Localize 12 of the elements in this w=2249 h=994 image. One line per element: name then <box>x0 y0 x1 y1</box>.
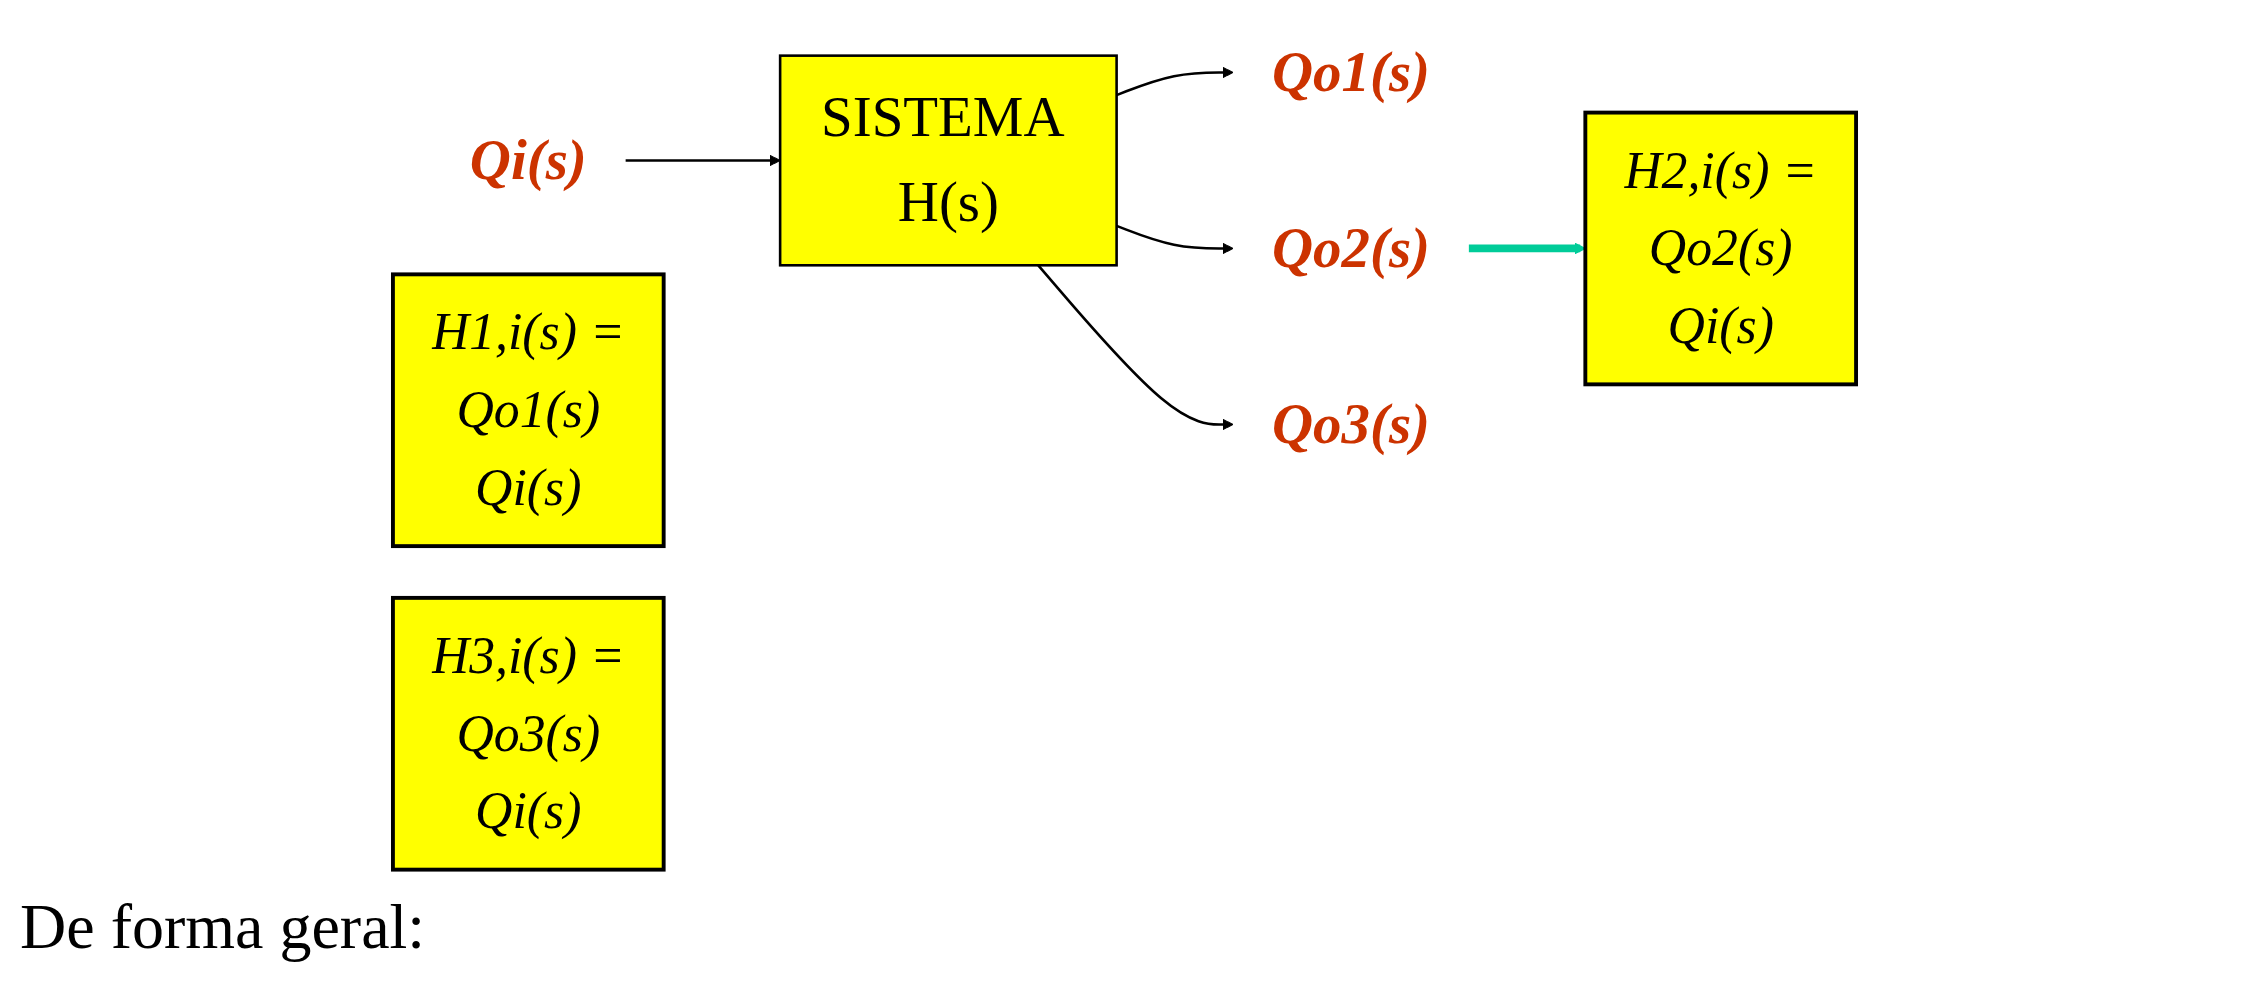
node-text: Qi(s) <box>469 128 587 192</box>
node-text: Qo2(s) <box>1271 216 1431 280</box>
node-box: H2,i(s) = Qo2(s) Qi(s) <box>1583 110 1858 387</box>
arrow <box>1116 66 1234 97</box>
arrow <box>1116 224 1234 255</box>
node-text: Qo3(s) <box>1271 392 1431 456</box>
node-text: Qo1(s) <box>1271 40 1431 104</box>
node-box: SISTEMA H(s) <box>778 54 1118 267</box>
node-box: H1,i(s) = Qo1(s) Qi(s) <box>391 272 666 549</box>
node-box: H3,i(s) = Qo3(s) Qi(s) <box>391 595 666 872</box>
note-text: De forma geral: <box>20 890 426 964</box>
arrow <box>625 154 781 167</box>
